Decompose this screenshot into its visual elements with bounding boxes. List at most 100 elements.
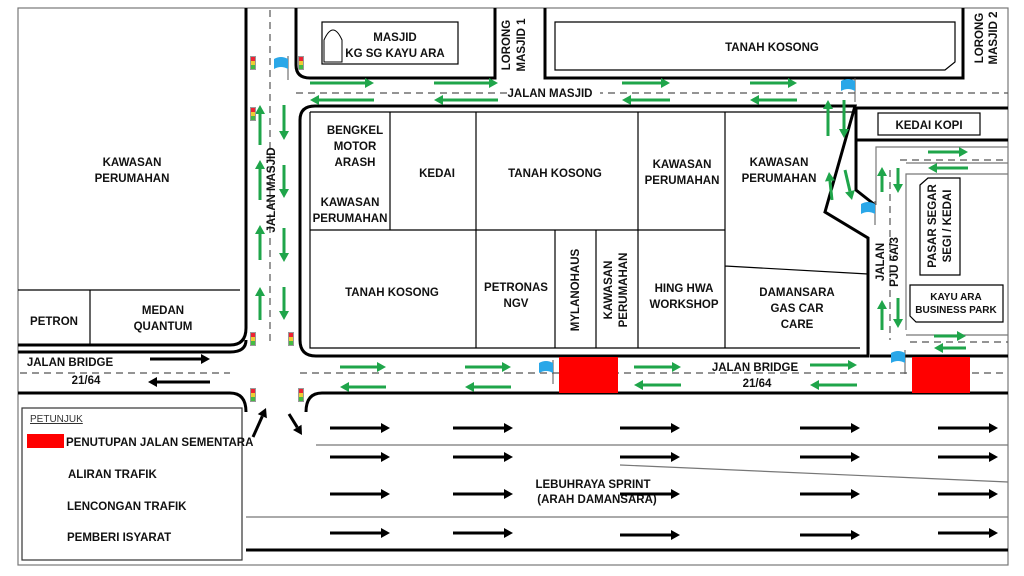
- traffic-light-red: [251, 108, 255, 112]
- diversion-arrow: [823, 100, 833, 136]
- diversion-arrow-head: [622, 95, 631, 105]
- signaller-flag-icon-cloth: [539, 361, 553, 373]
- traffic-arrow-head: [504, 489, 513, 499]
- legend-box: [21, 407, 243, 561]
- traffic-light-green: [251, 65, 255, 69]
- diversion-arrow: [279, 228, 289, 262]
- legend-title: PETUNJUK: [30, 414, 83, 425]
- pasar-segar-lot: [919, 177, 961, 276]
- traffic-light-amber: [289, 337, 293, 341]
- label-bengkel-3: ARASH: [335, 157, 376, 169]
- diversion-arrow-head: [839, 129, 849, 138]
- traffic-light-green: [299, 397, 303, 401]
- diversion-arrow-head: [661, 78, 670, 88]
- traffic-light-icon: [250, 56, 256, 70]
- label-kedai-kopi: KEDAI KOPI: [895, 120, 962, 132]
- label-masjid-1: MASJID: [373, 32, 416, 44]
- diversion-arrow-head: [377, 362, 386, 372]
- diversion-arrow: [255, 287, 265, 320]
- label-pasar-1: PASAR SEGAR: [927, 184, 939, 268]
- traffic-arrow-head: [381, 423, 390, 433]
- central-block-edge: [298, 104, 870, 358]
- diversion-arrow-head: [824, 172, 835, 182]
- legend-flag-label: PEMBERI ISYARAT: [67, 532, 171, 544]
- traffic-arrow-head: [989, 489, 998, 499]
- signaller-flag-icon-cloth: [861, 202, 875, 214]
- label-jalan-pju-2: PJU 6A/3: [889, 237, 901, 287]
- diversion-arrow: [310, 95, 374, 105]
- traffic-light-amber: [251, 337, 255, 341]
- diversion-arrow-head: [255, 160, 265, 169]
- diversion-arrow: [279, 165, 289, 198]
- diversion-arrow: [750, 95, 797, 105]
- diversion-arrow-head: [279, 189, 289, 198]
- label-jalan-masjid-vertical: JALAN MASJID: [266, 148, 278, 233]
- legend-traffic-label: ALIRAN TRAFIK: [68, 469, 157, 481]
- traffic-arrow: [150, 354, 210, 364]
- pju-road-edges: [875, 146, 1008, 205]
- mosque-dome-icon: [323, 29, 343, 63]
- traffic-light-amber: [251, 61, 255, 65]
- traffic-light-green: [251, 397, 255, 401]
- label-hing-hwa-1: HING HWA: [655, 283, 714, 295]
- signaller-flag-icon: [539, 360, 554, 384]
- label-kedai: KEDAI: [419, 168, 455, 180]
- diversion-arrow: [750, 78, 797, 88]
- label-jalan-masjid-horizontal: JALAN MASJID: [508, 88, 593, 100]
- diversion-arrow-head: [928, 163, 937, 173]
- traffic-arrow-head: [671, 423, 680, 433]
- label-lebuhraya-2: (ARAH DAMANSARA): [537, 494, 657, 506]
- diversion-arrow: [634, 380, 681, 390]
- diversion-arrow: [622, 95, 670, 105]
- traffic-arrow-shaft: [251, 415, 264, 438]
- diversion-arrow-head: [502, 362, 511, 372]
- label-tanah-kosong-low: TANAH KOSONG: [345, 287, 439, 299]
- traffic-arrow: [330, 528, 390, 538]
- diversion-arrow: [877, 167, 887, 192]
- traffic-light-red: [251, 389, 255, 393]
- traffic-light-icon: [250, 332, 256, 346]
- label-kawasan-small-1: KAWASAN: [321, 197, 380, 209]
- traffic-arrow: [148, 377, 210, 387]
- diversion-arrow: [928, 163, 968, 173]
- label-tanah-kosong-top: TANAH KOSONG: [725, 42, 819, 54]
- diversion-arrow-head: [489, 78, 498, 88]
- diversion-arrow-head: [672, 362, 681, 372]
- traffic-arrow: [251, 408, 267, 438]
- legend-closure-icon: [27, 434, 64, 448]
- traffic-arrow-head: [851, 423, 860, 433]
- diversion-arrow-head: [310, 95, 319, 105]
- label-kawasan-left-1: KAWASAN: [103, 157, 162, 169]
- traffic-arrow-head: [504, 528, 513, 538]
- diversion-arrow: [810, 380, 857, 390]
- traffic-light-icon: [298, 388, 304, 402]
- diversion-arrow: [340, 382, 386, 392]
- label-medan-2: QUANTUM: [134, 321, 193, 333]
- traffic-arrow: [938, 489, 998, 499]
- label-lorong-1a: LORONG: [501, 20, 513, 71]
- traffic-light-amber: [299, 393, 303, 397]
- diversion-arrow: [622, 78, 670, 88]
- label-petron: PETRON: [30, 316, 78, 328]
- traffic-arrow: [620, 530, 680, 540]
- label-jalan-pju-1: JALAN: [875, 243, 887, 281]
- label-medan-1: MEDAN: [142, 305, 184, 317]
- traffic-light-red: [289, 333, 293, 337]
- traffic-arrow: [453, 423, 513, 433]
- label-lorong-2b: MASJID 2: [988, 11, 1000, 64]
- label-pasar-2: SEGI / KEDAI: [942, 190, 954, 263]
- legend-closure-label: PENUTUPAN JALAN SEMENTARA: [66, 437, 253, 449]
- diversion-arrow: [255, 225, 265, 260]
- label-hing-hwa-2: WORKSHOP: [650, 299, 719, 311]
- diversion-arrow: [824, 172, 835, 201]
- diversion-arrow: [434, 78, 498, 88]
- diversion-arrow-head: [877, 300, 887, 309]
- traffic-arrow-shaft: [287, 413, 299, 429]
- diversion-arrow-head: [823, 100, 833, 109]
- traffic-arrow: [453, 489, 513, 499]
- signaller-flag-icon: [274, 56, 289, 80]
- arrows-layer: [28, 78, 998, 540]
- traffic-arrow-head: [148, 377, 157, 387]
- diversion-arrow: [255, 160, 265, 200]
- tanah-kosong-top-lot: [554, 21, 956, 71]
